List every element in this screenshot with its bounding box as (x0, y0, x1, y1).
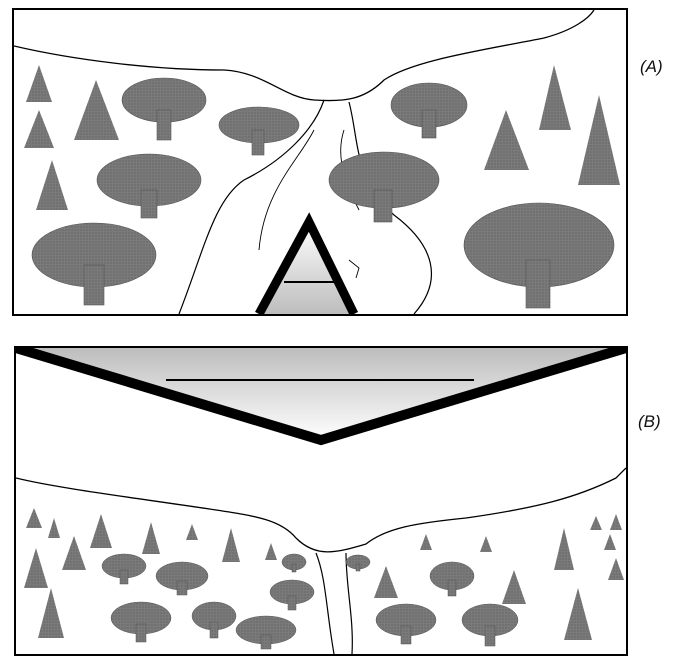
road-sign-a (255, 212, 359, 314)
overhead-sign-b (16, 348, 626, 446)
panel-b-scene (16, 348, 626, 654)
panel-b-illustration (14, 346, 628, 656)
road-left-edge (178, 99, 325, 314)
horizon-line (14, 10, 595, 102)
horizon-line-b (16, 467, 626, 553)
panel-a-illustration (12, 8, 628, 316)
panel-a-scene (14, 10, 620, 314)
panel-a-label: (A) (640, 57, 663, 76)
panel-b-label: (B) (638, 412, 661, 431)
road-right-edge (348, 101, 432, 314)
